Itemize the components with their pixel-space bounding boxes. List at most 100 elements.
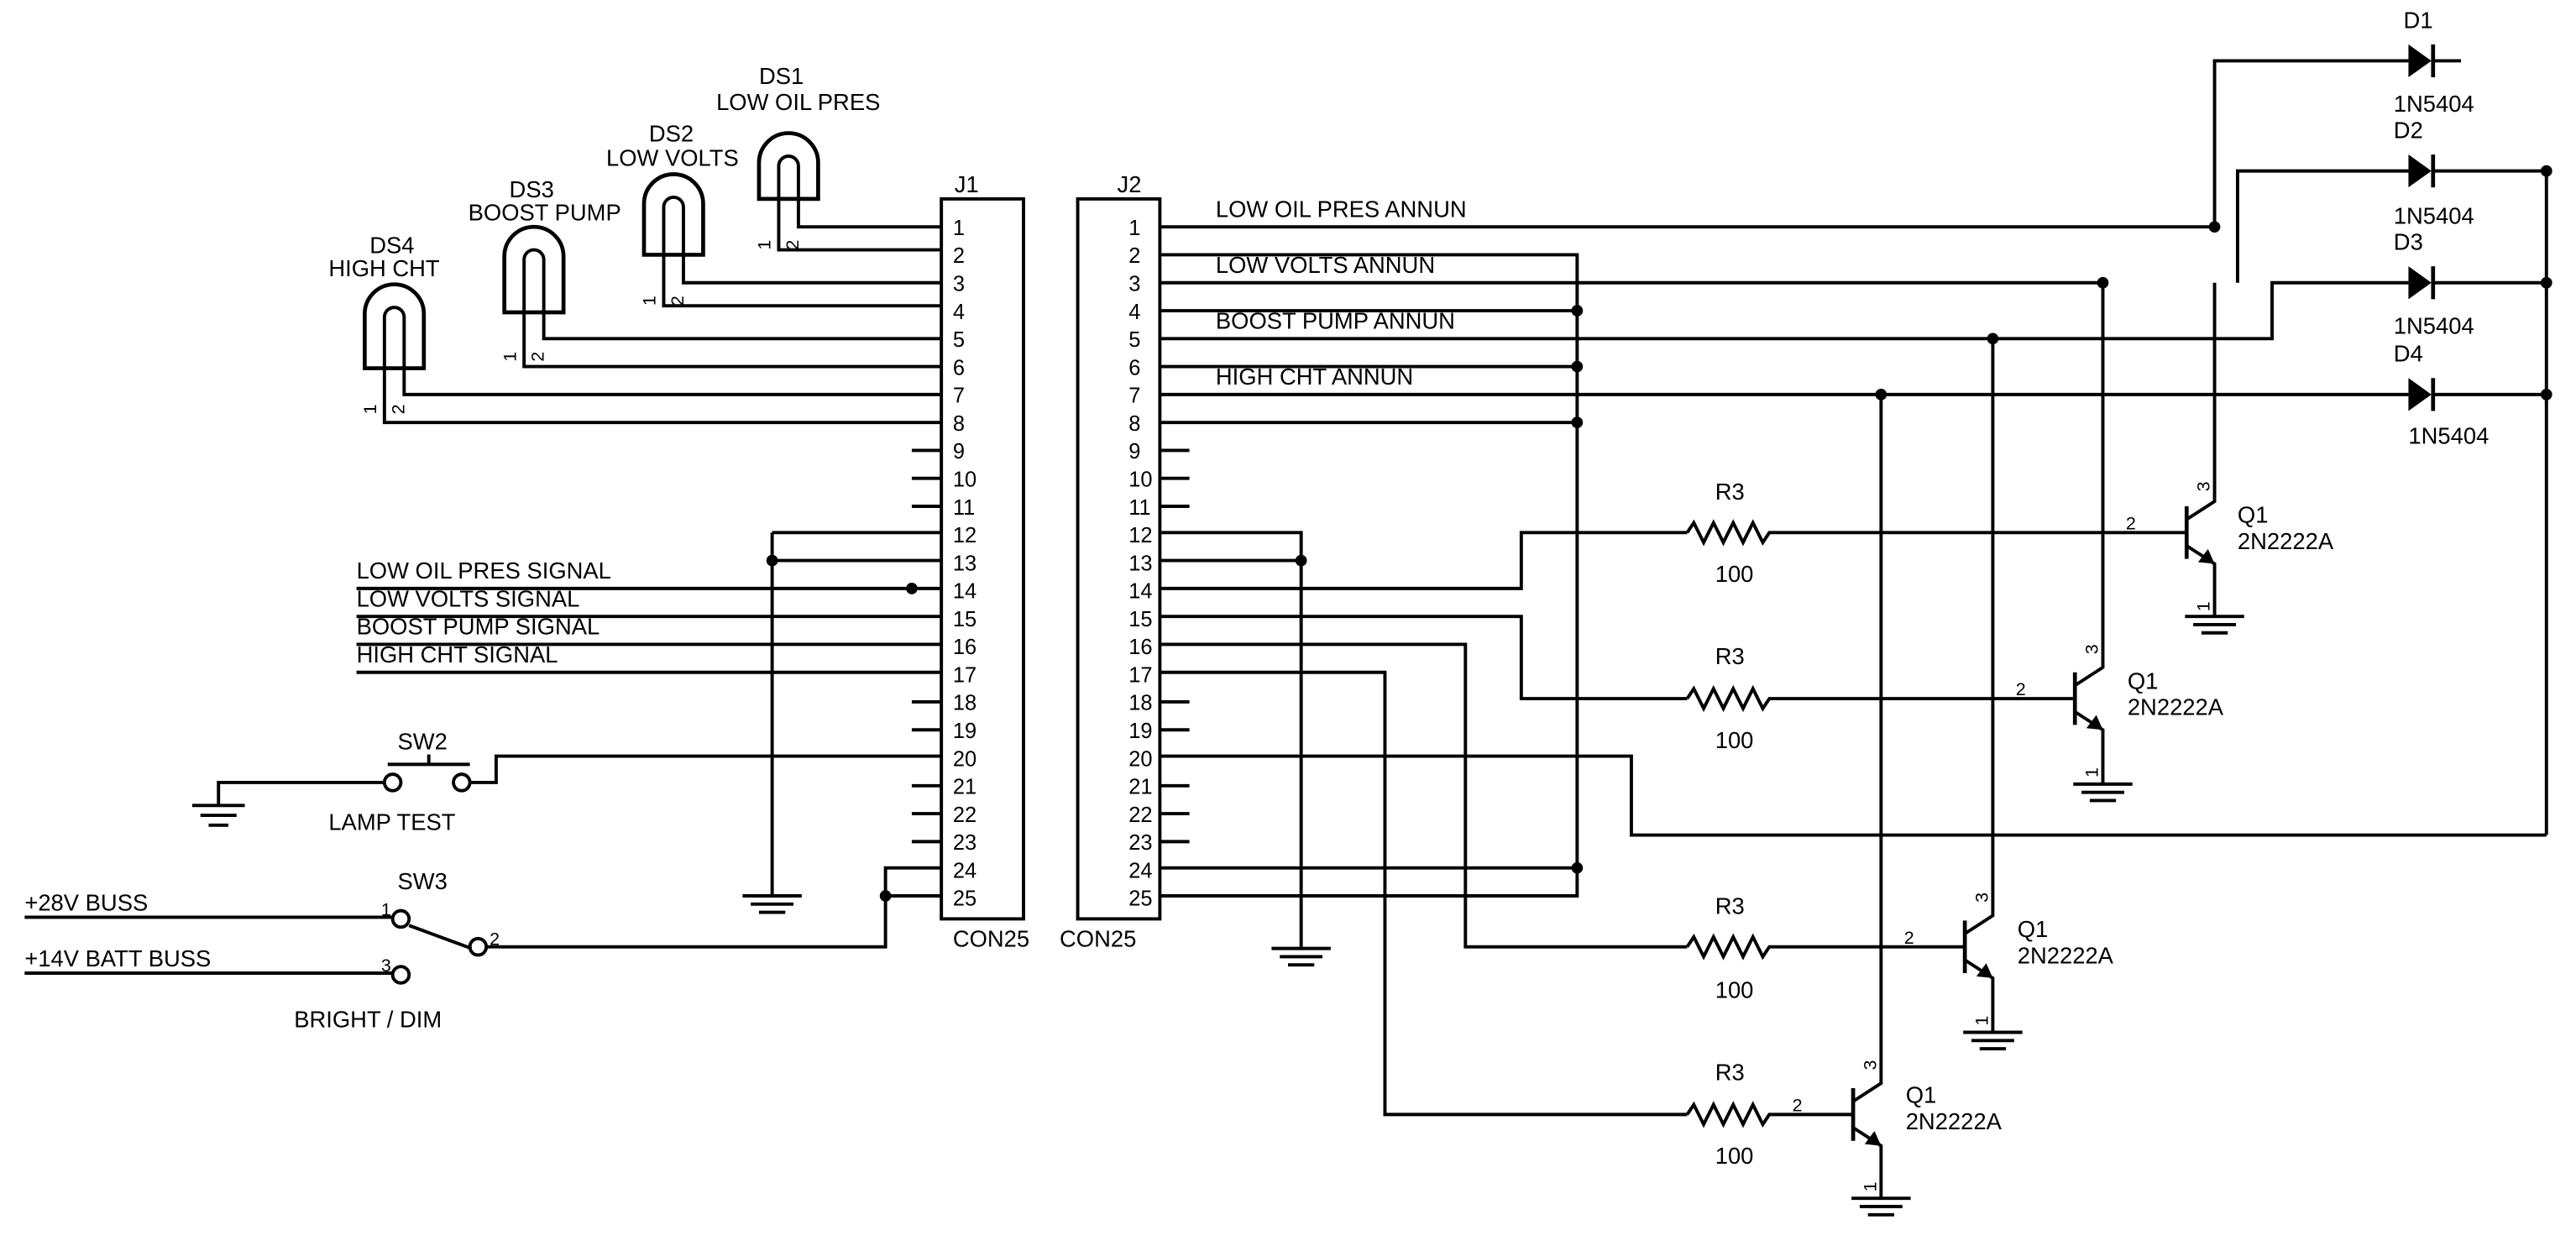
q1-a-part: 2N2222A	[2238, 528, 2334, 554]
ds3-name: BOOST PUMP	[469, 199, 621, 225]
r3-2-value: 100	[1715, 727, 1754, 753]
q1-b-base-pin: 2	[2016, 679, 2026, 699]
sw2-name: LAMP TEST	[328, 809, 455, 835]
j2-pin-20: 20	[1128, 747, 1152, 771]
resistor-r3-3: R3 100	[1685, 893, 1914, 1003]
ds2-name: LOW VOLTS	[606, 145, 739, 171]
sw2-ref: SW2	[398, 729, 448, 755]
ds1-name: LOW OIL PRES	[716, 89, 880, 115]
ds2-ref: DS2	[649, 120, 694, 146]
lamp-ds1: DS1 LOW OIL PRES 1 2	[716, 63, 942, 252]
j2-pin-14: 14	[1128, 580, 1152, 604]
j2-pin-3: 3	[1128, 273, 1140, 296]
q1-d-ref: Q1	[1906, 1082, 1937, 1108]
j2-pin-10: 10	[1128, 468, 1152, 491]
d1-part: 1N5404	[2394, 91, 2474, 117]
q1-b-ref: Q1	[2128, 668, 2159, 694]
switch-sw3: +28V BUSS +14V BATT BUSS SW3 1 2 3 BRIGH…	[24, 866, 942, 1033]
ds2-pin1: 1	[640, 296, 660, 306]
r3-3-ref: R3	[1715, 893, 1745, 919]
signal-low-oil-pres: LOW OIL PRES SIGNAL	[357, 558, 611, 584]
resistor-r3-4: R3 100	[1685, 1059, 1803, 1169]
j1-pin-6: 6	[953, 356, 965, 380]
r3-2-ref: R3	[1715, 643, 1745, 669]
j2-pin-12: 12	[1128, 524, 1152, 547]
ds3-ref: DS3	[510, 176, 554, 202]
ds1-ref: DS1	[759, 63, 804, 89]
q1-c-emitter-pin: 1	[1972, 1016, 1992, 1026]
connector-j1: J1 CON25 1234567891011121314151617181920…	[911, 171, 1029, 952]
ds4-pin1: 1	[360, 404, 380, 414]
q1-a-base-pin: 2	[2126, 513, 2136, 533]
j1-pin-15: 15	[953, 608, 976, 631]
j1-pin-4: 4	[953, 301, 965, 324]
q1-d-part: 2N2222A	[1906, 1108, 2003, 1134]
j2-pin-25: 25	[1128, 887, 1152, 911]
j1-pin-7: 7	[953, 385, 965, 408]
j2-pin-13: 13	[1128, 552, 1152, 575]
j1-pin-8: 8	[953, 412, 965, 436]
switch-sw2: SW2 LAMP TEST	[191, 729, 942, 835]
lamp-ds4: DS4 HIGH CHT 1 2	[328, 232, 942, 425]
q1-b-emitter-pin: 1	[2082, 767, 2102, 777]
j1-pin-22: 22	[953, 804, 976, 827]
q1-c-base-pin: 2	[1904, 928, 1914, 948]
annunciator-lines: LOW OIL PRES ANNUN LOW VOLTS ANNUN BOOST…	[1160, 196, 2215, 396]
j2-pin-11: 11	[1128, 496, 1150, 520]
j2-ref: J2	[1118, 171, 1142, 197]
transistor-q1-b: 2 3 1 Q1 2N2222A	[2016, 282, 2224, 803]
q1-a-ref: Q1	[2238, 502, 2269, 528]
r3-1-value: 100	[1715, 561, 1754, 587]
j2-ground-net	[1160, 531, 1331, 967]
j1-pin-19: 19	[953, 720, 976, 743]
j1-pin-3: 3	[953, 273, 965, 296]
j1-pin-17: 17	[953, 663, 976, 687]
j2-pin-7: 7	[1128, 385, 1140, 408]
j2-pin-17: 17	[1128, 663, 1152, 687]
j1-pin-1: 1	[953, 217, 965, 240]
sw3-name: BRIGHT / DIM	[294, 1007, 442, 1033]
ds4-pin2: 2	[388, 404, 408, 414]
j2-pin-2: 2	[1128, 244, 1140, 268]
bus-28v: +28V BUSS	[24, 890, 148, 916]
j2-pin-5: 5	[1128, 328, 1140, 352]
j1-pin-25: 25	[953, 887, 976, 911]
j1-pin-16: 16	[953, 636, 976, 659]
j2-pin-4: 4	[1128, 301, 1140, 324]
r3-4-value: 100	[1715, 1143, 1754, 1169]
j2-pin-1: 1	[1128, 217, 1140, 240]
j1-pin-13: 13	[953, 552, 976, 575]
q1-a-emitter-pin: 1	[2194, 601, 2214, 611]
r3-3-value: 100	[1715, 976, 1754, 1003]
j2-pin-16: 16	[1128, 636, 1152, 659]
lamp-ds3: DS3 BOOST PUMP 1 2	[469, 176, 942, 369]
lamp-ds2: DS2 LOW VOLTS 1 2	[606, 120, 942, 308]
q1-b-part: 2N2222A	[2128, 694, 2224, 720]
j1-pin-21: 21	[953, 776, 976, 799]
j1-pin-14: 14	[953, 580, 976, 604]
r3-4-ref: R3	[1715, 1059, 1745, 1085]
diode-d4: D4 1N5404	[1875, 341, 2552, 449]
j2-power-net	[1160, 253, 1584, 898]
j1-part: CON25	[953, 926, 1029, 952]
j1-pin-10: 10	[953, 468, 976, 491]
annun-low-oil-pres: LOW OIL PRES ANNUN	[1216, 196, 1467, 222]
d4-ref: D4	[2394, 341, 2423, 367]
diode-d2: D2 1N5404	[2097, 117, 2552, 289]
ds4-name: HIGH CHT	[328, 255, 440, 281]
d1-ref: D1	[2404, 7, 2433, 33]
j2-part: CON25	[1060, 926, 1136, 952]
j1-pin-2: 2	[953, 244, 965, 268]
q1-c-part: 2N2222A	[2018, 942, 2114, 968]
q1-c-ref: Q1	[2018, 916, 2049, 942]
j1-pin-18: 18	[953, 692, 976, 715]
j2-pin-19: 19	[1128, 720, 1152, 743]
j2-pin-18: 18	[1128, 692, 1152, 715]
ds1-pin1: 1	[755, 240, 775, 250]
sw3-pin3: 3	[381, 955, 391, 976]
d3-ref: D3	[2394, 229, 2423, 255]
ds1-pin2: 2	[783, 240, 803, 250]
j2-pin-22: 22	[1128, 804, 1152, 827]
j2-pin-8: 8	[1128, 412, 1140, 436]
ds3-pin1: 1	[500, 352, 520, 362]
